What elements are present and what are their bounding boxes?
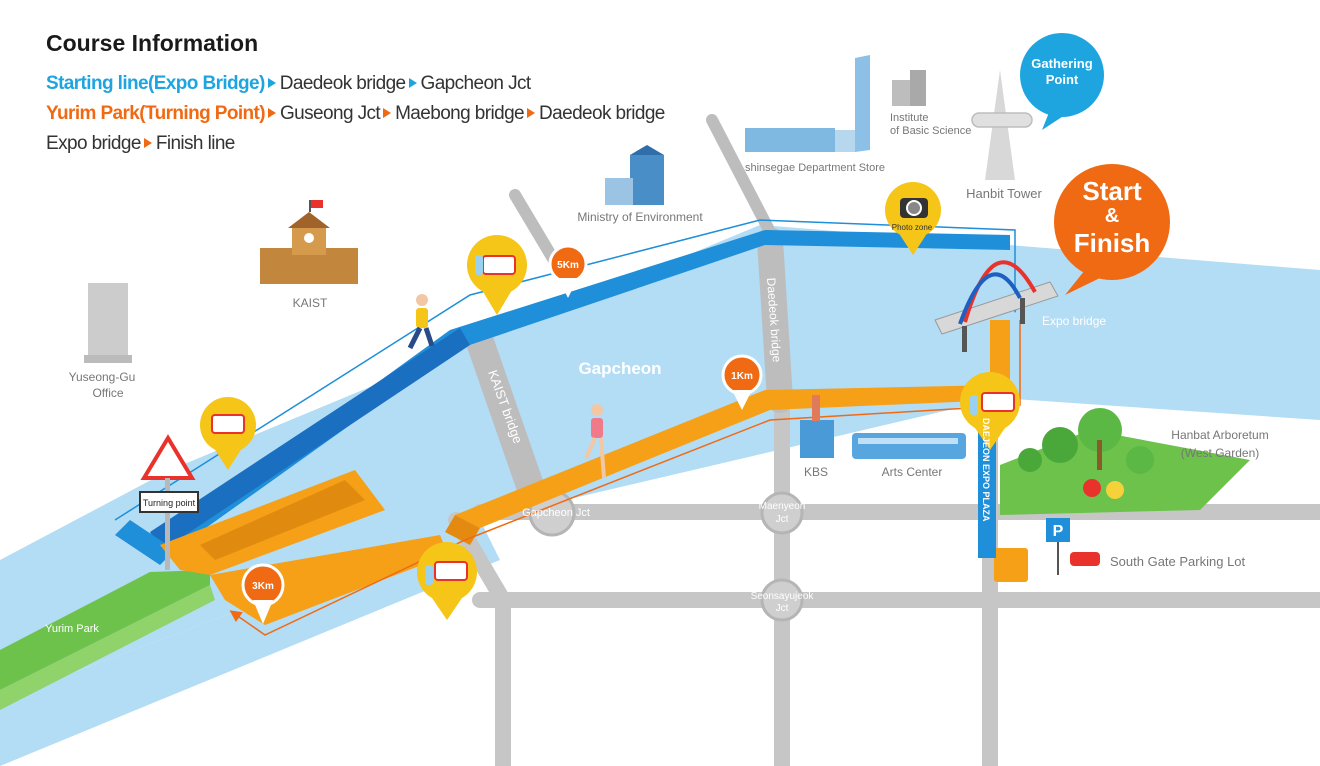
ministry-label: Ministry of Environment	[577, 210, 703, 224]
km1-label: 1Km	[731, 371, 753, 382]
hanbit-tower	[971, 70, 1033, 180]
course-info-header: Course Information Starting line(Expo Br…	[46, 30, 665, 159]
gathering-point-label: Gathering	[1031, 56, 1092, 71]
maenyeon-jct-label-2: Jct	[776, 514, 789, 525]
hanbat-label: Hanbat Arboretum	[1171, 428, 1268, 442]
route-arrow-icon	[408, 78, 417, 89]
route-arrow-icon	[527, 108, 536, 119]
gathering-point-label-2: Point	[1046, 72, 1079, 87]
km5-label: 5Km	[557, 260, 579, 271]
route-arrow-icon	[268, 108, 276, 119]
kbs-building	[800, 395, 834, 458]
arts-center-label: Arts Center	[882, 465, 943, 479]
kbs-label: KBS	[804, 465, 828, 479]
maenyeon-jct-label: Maenyeon	[759, 501, 806, 512]
shinsegae-label: shinsegae Department Store	[745, 162, 885, 174]
water-station-pin-1	[200, 397, 256, 470]
seonsayujeok-jct-circle	[760, 578, 804, 622]
route2-stop1: Guseong Jct	[280, 103, 381, 124]
route2-start: Yurim Park(Turning Point)	[46, 103, 266, 124]
arts-center-building	[852, 433, 966, 459]
road-network	[448, 114, 1320, 766]
kaist-building	[260, 200, 358, 284]
route-line-1: Starting line(Expo Bridge) Daedeok bridge…	[46, 69, 665, 99]
start-finish-callout	[1054, 164, 1170, 295]
parking-label: South Gate Parking Lot	[1110, 554, 1246, 569]
ibs-label: Institute	[890, 112, 929, 124]
water-station-pin-4	[960, 372, 1020, 450]
parking-sign-box	[1046, 518, 1070, 542]
ibs-building	[892, 70, 926, 106]
turning-point-sign	[139, 434, 199, 570]
bike-icon	[994, 548, 1028, 582]
amp-label: &	[1105, 205, 1119, 227]
hanbit-tower-label: Hanbit Tower	[966, 186, 1042, 201]
photo-zone-label: Photo zone	[892, 223, 933, 232]
km3-label: 3Km	[252, 581, 274, 592]
gathering-point-callout	[1020, 33, 1104, 130]
yuseong-office-building	[84, 283, 132, 363]
route-line-3: Expo bridge Finish line	[46, 129, 665, 159]
route1-start: Starting line(Expo Bridge)	[46, 73, 265, 94]
water-station-pin-3	[417, 542, 477, 620]
runner-icon-2	[584, 404, 606, 479]
yurim-park-area	[0, 570, 210, 690]
route-arrow-icon	[267, 78, 276, 89]
water-station-pin-2	[467, 235, 527, 315]
parking-sign-letter: P	[1053, 523, 1064, 540]
photo-zone-pin	[885, 182, 941, 255]
yurim-park-label: Yurim Park	[45, 623, 99, 635]
route3-start: Expo bridge	[46, 133, 141, 154]
km5-pin	[548, 244, 588, 298]
ministry-building	[605, 145, 664, 205]
route-line-2: Yurim Park(Turning Point) Guseong Jct Maeb…	[46, 99, 665, 129]
yuseong-office-label-2: Office	[92, 386, 123, 400]
hanbat-label-2: (West Garden)	[1181, 446, 1259, 460]
yuseong-office-label: Yuseong-Gu	[69, 370, 136, 384]
km3-pin	[241, 563, 285, 624]
route2-stop2: Maebong bridge	[395, 103, 525, 124]
blue-route	[114, 219, 1021, 565]
seonsayujeok-jct-label: Seonsayujeok	[751, 591, 815, 602]
finish-label: Finish	[1074, 228, 1151, 258]
route2-stop3: Daedeok bridge	[539, 103, 665, 124]
ibs-label-2: of Basic Science	[890, 125, 971, 137]
start-label: Start	[1082, 176, 1142, 206]
gapcheon-label: Gapcheon	[578, 359, 661, 378]
route-arrow-icon	[383, 108, 392, 119]
seonsayujeok-jct-label-2: Jct	[776, 603, 789, 614]
expo-bridge	[934, 260, 1059, 352]
hanbat-arboretum-area	[1000, 408, 1250, 515]
expo-bridge-label: Expo bridge	[1042, 314, 1106, 328]
route1-stop2: Gapcheon Jct	[420, 73, 532, 94]
turning-point-label: Turning point	[143, 498, 196, 508]
route1-stop1: Daedeok bridge	[279, 73, 406, 94]
car-icon	[1070, 552, 1100, 566]
route-arrow-icon	[143, 138, 152, 149]
expo-plaza-label: DAEJEON EXPO PLAZA	[981, 418, 991, 522]
daedeok-bridge-label: Daedeok bridge	[764, 277, 784, 363]
gapcheon-jct-label: Gapcheon Jct	[522, 507, 590, 519]
maenyeon-jct-circle	[760, 491, 804, 535]
km1-pin	[721, 354, 763, 410]
course-info-title: Course Information	[46, 30, 259, 56]
route3-stop1: Finish line	[155, 133, 236, 154]
kaist-label: KAIST	[293, 296, 328, 310]
runner-icon-1	[407, 294, 435, 350]
shinsegae-building	[745, 55, 870, 152]
